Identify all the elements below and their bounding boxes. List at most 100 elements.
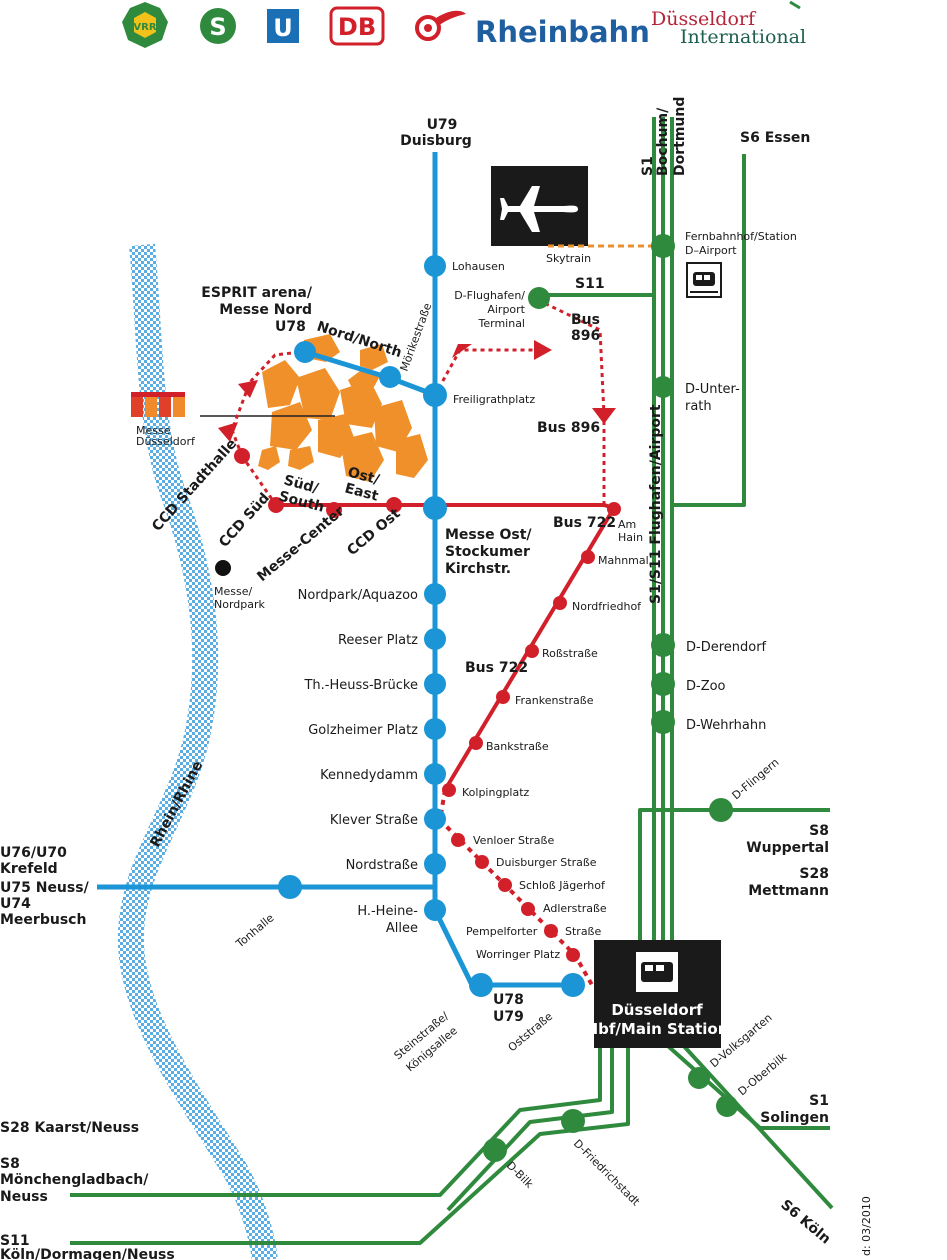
station-messe-ost-3: Kirchstr. [445,561,511,577]
station-nordfriedhof: Nordfriedhof [572,600,642,613]
station-pempelforter-1: Pempelforter [466,925,538,938]
bus896-label-a1: Bus [571,312,600,328]
s11-koeln-label-1: S11 [0,1233,30,1249]
s11-koeln-label-2: Köln/Dormagen/Neuss [0,1247,175,1260]
station-frankenstrasse: Frankenstraße [515,694,594,707]
s8-label: S8 [809,823,829,839]
station-freiligrath: Freiligrathplatz [453,393,535,406]
bus896-label-b: Bus 896 [537,420,600,436]
bus-arrows [218,340,616,442]
u78-label: U78 [493,992,524,1008]
station-heine-1: H.-Heine- [357,904,418,919]
main-station-name-1: Düsseldorf [611,1001,703,1019]
station-bilk: D-Bilk [504,1159,536,1191]
s-bahn-lines [70,117,834,1245]
bus896-label-a2: 896 [571,328,600,344]
airport-logo-line1: Düsseldorf [651,8,757,30]
station-zoo: D-Zoo [686,679,726,694]
station-ccd-sued: CCD Süd [216,490,273,551]
river-rhine [117,243,278,1260]
station-heuss: Th.-Heuss-Brücke [303,678,418,693]
station-fernbahnhof-2: D–Airport [685,244,737,257]
messe-logo-line2: Düsseldorf [136,435,196,448]
u76-label-4: U74 [0,896,31,912]
s6-koeln-label: S6 Köln [777,1197,833,1248]
bochum-label-2: Dortmund [672,97,688,176]
s1-s11-airport-label: S1/S11 Flughafen/Airport [648,404,664,604]
station-schloss: Schloß Jägerhof [519,879,606,892]
airport-logo-line2: International [680,26,806,48]
s8-mg-label-3: Neuss [0,1189,48,1205]
station-kolpingplatz: Kolpingplatz [462,786,530,799]
s-bahn-logo-text: S [209,13,226,41]
station-mahnmal: Mahnmal [598,554,649,567]
mettmann-label: Mettmann [748,883,829,899]
station-messe-ost-1: Messe Ost/ [445,527,532,543]
station-golzheimer: Golzheimer Platz [308,723,418,738]
s1-solingen-label-1: S1 [809,1093,829,1109]
station-klever: Klever Straße [330,813,418,828]
station-kennedydamm: Kennedydamm [320,768,418,783]
station-dots [215,234,738,1162]
station-friedrichstadt: D-Friedrichstadt [571,1137,643,1209]
s8-mg-label-2: Mönchengladbach/ [0,1172,149,1188]
station-wehrhahn: D-Wehrhahn [686,718,766,733]
station-rossstrasse: Roßstraße [542,647,598,660]
u76-label-2: Krefeld [0,861,58,877]
station-esprit-2: Messe Nord [219,302,312,318]
station-messe-ost-2: Stockumer [445,544,530,560]
station-messe-nordpark-1: Messe/ [214,585,252,598]
station-ccd-ost: CCD Ost [344,505,404,559]
skytrain-label: Skytrain [546,252,591,265]
s-bahn-logo: S [200,8,236,44]
s28-label: S28 [799,866,829,882]
station-unterrath-2: rath [685,399,712,414]
station-lohausen: Lohausen [452,260,505,273]
vrr-logo: VRR [122,2,168,48]
main-station-box: Düsseldorf Hbf/Main Station [586,940,728,1048]
station-terminal-1: D-Flughafen/ [454,289,525,302]
s28-kaarst-label: S28 Kaarst/Neuss [0,1120,139,1136]
station-nordstrasse: Nordstraße [346,858,418,873]
airport-logo-mark [789,0,801,10]
u79-label: U79 [427,117,458,133]
vrr-logo-text: VRR [133,22,156,33]
station-fernbahnhof-1: Fernbahnhof/Station [685,230,797,243]
s11-label: S11 [575,276,605,292]
messe-logo: Messe Düsseldorf [131,392,196,448]
rheinbahn-logo: Rheinbahn [415,10,650,49]
station-derendorf: D-Derendorf [686,640,767,655]
u76-label-5: Meerbusch [0,912,86,928]
u79-label-2: U79 [493,1009,524,1025]
wuppertal-label: Wuppertal [746,840,829,856]
station-reeser: Reeser Platz [338,633,418,648]
station-pempelforter-2: Straße [565,925,601,938]
duisburg-label: Duisburg [400,133,472,149]
messe-logo-line1: Messe [136,424,171,437]
db-logo-text: DB [338,13,376,41]
station-heine-2: Allee [386,921,418,936]
station-unterrath-1: D-Unter- [685,382,740,397]
station-oberbilk: D-Oberbilk [736,1050,790,1098]
station-am-hain-2: Hain [618,531,643,544]
u-bahn-logo: U [267,9,299,43]
station-messe-nordpark-2: Nordpark [214,598,266,611]
u78-arena-label: U78 [275,319,306,335]
u76-label-1: U76/U70 [0,845,67,861]
s1-label: S1 [640,156,656,176]
u76-label-3: U75 Neuss/ [0,880,90,896]
station-esprit-1: ESPRIT arena/ [201,285,313,301]
airport-logo: Düsseldorf International [651,0,806,48]
station-worringer: Worringer Platz [476,948,560,961]
bus722-label-a: Bus 722 [553,515,616,531]
bochum-label-1: Bochum/ [655,107,671,176]
station-terminal-2: Airport [487,303,525,316]
footer-date: d: 03/2010 [860,1196,873,1256]
station-terminal-3: Terminal [478,317,526,330]
messe-halls [258,334,428,482]
s6-essen-label: S6 Essen [740,130,810,146]
airplane-icon [491,166,588,246]
station-am-hain-1: Am [618,518,636,531]
station-duisburger: Duisburger Straße [496,856,597,869]
db-logo: DB [329,6,385,46]
